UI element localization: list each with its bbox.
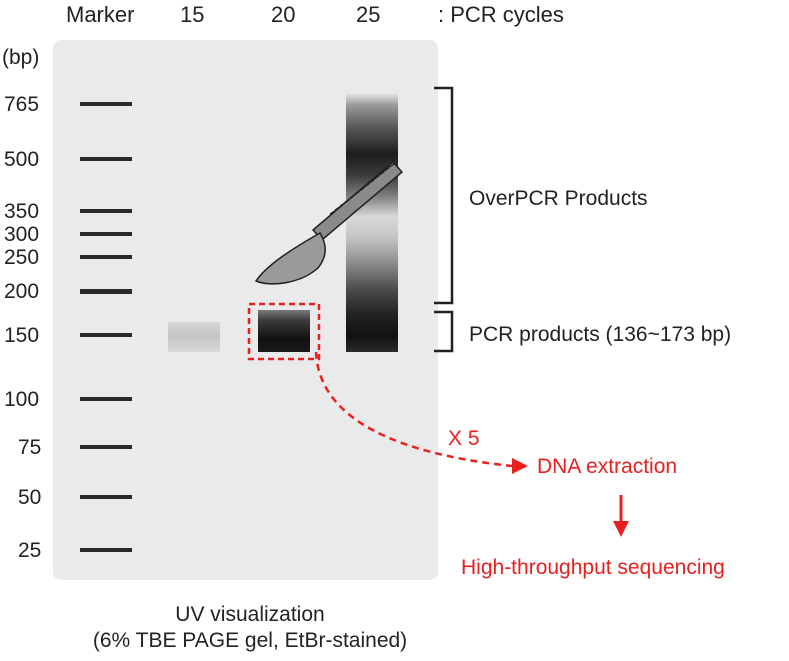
scalpel-icon	[254, 160, 404, 285]
marker-band-75	[80, 445, 132, 449]
ladder-label-150: 150	[4, 324, 40, 347]
lane-20-band	[258, 310, 310, 352]
marker-band-50	[80, 495, 132, 499]
dashed-arrow	[314, 351, 513, 468]
lane-25-smear	[346, 92, 398, 352]
down-arrow-icon	[613, 495, 629, 537]
pcr-products-label: PCR products (136~173 bp)	[469, 323, 732, 346]
ladder-label-100: 100	[4, 388, 40, 411]
lane-25-header: 25	[356, 2, 381, 27]
ladder-label-25: 25	[18, 539, 42, 562]
caption-line-1: UV visualization	[175, 603, 325, 626]
overpcr-bracket	[434, 86, 454, 305]
ladder-label-200: 200	[4, 280, 40, 303]
marker-band-350	[80, 209, 132, 213]
lane-15-header: 15	[180, 2, 205, 27]
pcr-bracket	[434, 310, 454, 353]
caption-line-2: (6% TBE PAGE gel, EtBr-stained)	[92, 629, 408, 653]
ladder-label-500: 500	[4, 148, 40, 171]
marker-band-500	[80, 157, 132, 161]
ladder-label-300: 300	[4, 223, 40, 246]
marker-header: Marker	[66, 2, 135, 27]
marker-band-300	[80, 232, 132, 236]
selection-box	[247, 302, 321, 361]
gel-caption: UV visualization (6% TBE PAGE gel, EtBr-…	[0, 602, 500, 655]
ladder-label-765: 765	[4, 93, 40, 116]
dna-extraction-label: DNA extraction	[537, 455, 678, 478]
lane-20-header: 20	[271, 2, 296, 27]
overpcr-products-label: OverPCR Products	[469, 187, 648, 210]
dashed-arrowhead	[512, 458, 528, 474]
ladder-label-50: 50	[18, 486, 42, 509]
marker-band-100	[80, 397, 132, 401]
lane-15-band	[168, 322, 220, 352]
bp-unit-label: (bp)	[2, 46, 40, 69]
ladder-label-75: 75	[18, 436, 42, 459]
marker-band-200	[80, 289, 132, 294]
pcr-cycles-label: : PCR cycles	[438, 2, 564, 27]
ladder-label-250: 250	[4, 246, 40, 269]
marker-band-150	[80, 333, 132, 337]
marker-band-25	[80, 548, 132, 552]
sequencing-label: High-throughput sequencing	[461, 556, 725, 579]
marker-band-250	[80, 255, 132, 259]
repeat-label: X 5	[448, 427, 480, 450]
ladder-label-350: 350	[4, 200, 40, 223]
marker-band-765	[80, 102, 132, 106]
